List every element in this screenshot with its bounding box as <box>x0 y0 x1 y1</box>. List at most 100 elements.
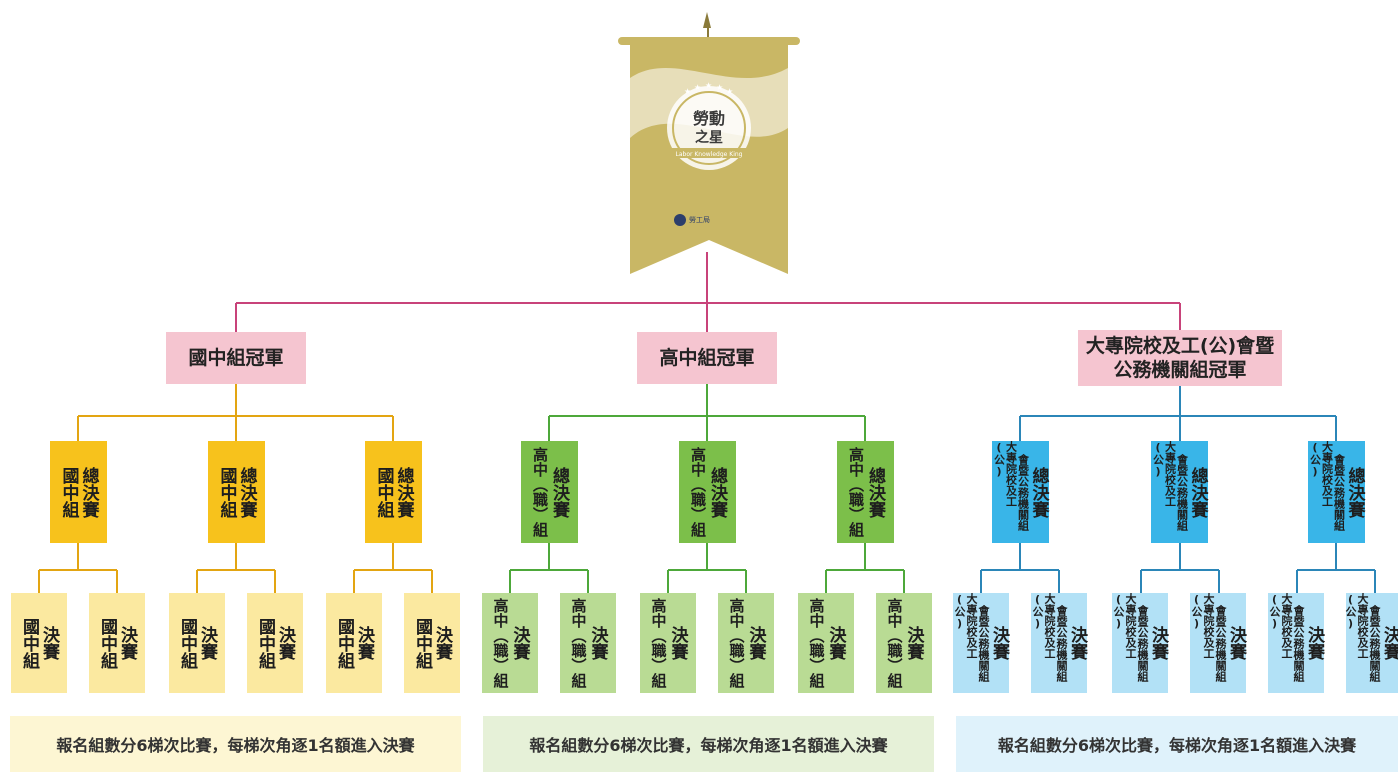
svg-text:★: ★ <box>694 83 701 92</box>
hs-final-2-group: 高中（職）組 <box>689 447 707 537</box>
uc-semi-1-group-a: 大專院校及工(公) <box>953 593 978 659</box>
uc-semi-5-stage: 決賽 <box>1304 626 1324 660</box>
uc-semi-3-stage: 決賽 <box>1148 626 1168 660</box>
uc-final-3-group-b: 會暨公務機關組 <box>1332 453 1346 531</box>
uc-final-1-stage: 總決賽 <box>1028 466 1049 518</box>
uc-semi-1-stage: 決賽 <box>989 626 1009 660</box>
hs-final-1: 高中（職）組 總決賽 <box>521 441 578 543</box>
hs-semi-4-group: 高中（職）組 <box>727 598 746 688</box>
uc-final-1-group-a: 大專院校及工(公) <box>992 441 1018 507</box>
hs-semi-5-group: 高中（職）組 <box>807 598 826 688</box>
hs-semi-3: 高中（職）組 決賽 <box>640 593 696 693</box>
jh-semi-1-group: 國中組 <box>19 617 39 669</box>
champion-high-school-label: 高中組冠軍 <box>659 347 755 369</box>
champion-high-school: 高中組冠軍 <box>637 332 777 384</box>
hs-semi-1-group: 高中（職）組 <box>491 598 510 688</box>
uc-final-3: 大專院校及工(公) 會暨公務機關組 總決賽 <box>1308 441 1365 543</box>
hs-final-3-stage: 總決賽 <box>865 466 885 518</box>
university-connectors <box>980 386 1376 593</box>
champion-university-label-line1: 大專院校及工(公)會暨 <box>1085 335 1275 357</box>
hs-semi-2-group: 高中（職）組 <box>569 598 588 688</box>
hs-semi-4: 高中（職）組 決賽 <box>718 593 774 693</box>
uc-semi-6-group-a: 大專院校及工(公) <box>1344 593 1369 659</box>
hs-semi-6: 高中（職）組 決賽 <box>876 593 932 693</box>
jh-semi-5: 國中組 決賽 <box>326 593 382 693</box>
hs-final-1-group: 高中（職）組 <box>531 447 549 537</box>
hs-semi-6-stage: 決賽 <box>903 626 924 660</box>
uc-semi-3-group-b: 會暨公務機關組 <box>1136 604 1149 682</box>
hs-semi-2: 高中（職）組 決賽 <box>560 593 616 693</box>
banner-title-line1: 勞動 <box>693 109 725 128</box>
hs-semi-1-stage: 決賽 <box>509 626 530 660</box>
jh-semi-3-group: 國中組 <box>177 617 197 669</box>
svg-text:★: ★ <box>705 81 712 90</box>
uc-semi-6-stage: 決賽 <box>1380 626 1398 660</box>
uc-semi-3: 大專院校及工(公) 會暨公務機關組 決賽 <box>1112 593 1168 693</box>
hs-semi-5-stage: 決賽 <box>825 626 846 660</box>
hs-final-2: 高中（職）組 總決賽 <box>679 441 736 543</box>
uc-semi-4: 大專院校及工(公) 會暨公務機關組 決賽 <box>1190 593 1246 693</box>
hs-semi-5: 高中（職）組 決賽 <box>798 593 854 693</box>
uc-semi-4-group-a: 大專院校及工(公) <box>1190 593 1215 659</box>
svg-text:★: ★ <box>684 87 691 96</box>
jh-semi-6-group: 國中組 <box>412 617 432 669</box>
banner-title-line2: 之星 <box>695 129 723 146</box>
uc-semi-5-group-a: 大專院校及工(公) <box>1268 593 1293 659</box>
pennant-banner: 勞動 之星 Labor Knowledge King ★★ ★★ ★ <box>618 12 800 274</box>
hs-semi-6-group: 高中（職）組 <box>885 598 904 688</box>
hs-semi-1: 高中（職）組 決賽 <box>482 593 538 693</box>
hs-semi-2-stage: 決賽 <box>587 626 608 660</box>
uc-semi-2-group-a: 大專院校及工(公) <box>1031 593 1056 659</box>
jh-semi-4-stage: 決賽 <box>275 626 295 660</box>
jh-semi-3-stage: 決賽 <box>197 626 217 660</box>
jh-semi-1-stage: 決賽 <box>39 626 59 660</box>
uc-final-2-group-b: 會暨公務機關組 <box>1175 453 1189 531</box>
jh-semi-5-stage: 決賽 <box>354 626 374 660</box>
jh-final-2-group: 國中組 <box>216 466 237 518</box>
uc-semi-1: 大專院校及工(公) 會暨公務機關組 決賽 <box>953 593 1009 693</box>
svg-text:★: ★ <box>716 83 723 92</box>
uc-final-1: 大專院校及工(公) 會暨公務機關組 總決賽 <box>992 441 1049 543</box>
jh-final-2: 國中組 總決賽 <box>208 441 265 543</box>
jh-semi-6: 國中組 決賽 <box>404 593 460 693</box>
hs-final-3-group: 高中（職）組 <box>847 447 865 537</box>
uc-semi-2-stage: 決賽 <box>1067 626 1087 660</box>
hs-semi-4-stage: 決賽 <box>745 626 766 660</box>
banner-subtitle: Labor Knowledge King <box>676 151 743 158</box>
jh-semi-1: 國中組 決賽 <box>11 593 67 693</box>
jh-semi-6-stage: 決賽 <box>432 626 452 660</box>
uc-semi-1-group-b: 會暨公務機關組 <box>977 604 990 682</box>
jh-semi-2: 國中組 決賽 <box>89 593 145 693</box>
uc-final-1-group-b: 會暨公務機關組 <box>1016 453 1030 531</box>
uc-semi-4-group-b: 會暨公務機關組 <box>1214 604 1227 682</box>
jh-semi-5-group: 國中組 <box>334 617 354 669</box>
champion-university-label-line2: 公務機關組冠軍 <box>1113 359 1247 381</box>
champion-university: 大專院校及工(公)會暨 公務機關組冠軍 <box>1078 330 1282 386</box>
uc-final-3-stage: 總決賽 <box>1344 466 1365 518</box>
root-connectors <box>235 252 1181 332</box>
org-emblem-icon <box>674 214 686 226</box>
svg-text:★: ★ <box>726 87 733 96</box>
uc-semi-3-group-a: 大專院校及工(公) <box>1112 593 1137 659</box>
uc-final-2: 大專院校及工(公) 會暨公務機關組 總決賽 <box>1151 441 1208 543</box>
hs-final-3: 高中（職）組 總決賽 <box>837 441 894 543</box>
uc-semi-6-group-b: 會暨公務機關組 <box>1368 604 1381 682</box>
uc-semi-5: 大專院校及工(公) 會暨公務機關組 決賽 <box>1268 593 1324 693</box>
jh-semi-3: 國中組 決賽 <box>169 593 225 693</box>
hs-semi-3-group: 高中（職）組 <box>649 598 668 688</box>
jh-semi-4: 國中組 決賽 <box>247 593 303 693</box>
footer-university: 報名組數分6梯次比賽，每梯次角逐1名額進入決賽 <box>956 716 1398 772</box>
jh-final-1: 國中組 總決賽 <box>50 441 107 543</box>
footer-university-text: 報名組數分6梯次比賽，每梯次角逐1名額進入決賽 <box>997 736 1357 755</box>
jh-semi-4-group: 國中組 <box>255 617 275 669</box>
footer-high-school: 報名組數分6梯次比賽，每梯次角逐1名額進入決賽 <box>483 716 934 772</box>
uc-semi-2-group-b: 會暨公務機關組 <box>1055 604 1068 682</box>
hs-semi-3-stage: 決賽 <box>667 626 688 660</box>
jh-final-2-stage: 總決賽 <box>236 466 257 518</box>
uc-semi-2: 大專院校及工(公) 會暨公務機關組 決賽 <box>1031 593 1087 693</box>
jh-final-3-group: 國中組 <box>373 466 394 518</box>
junior-high-connectors <box>38 384 433 593</box>
jh-final-1-group: 國中組 <box>58 466 79 518</box>
uc-semi-5-group-b: 會暨公務機關組 <box>1292 604 1305 682</box>
